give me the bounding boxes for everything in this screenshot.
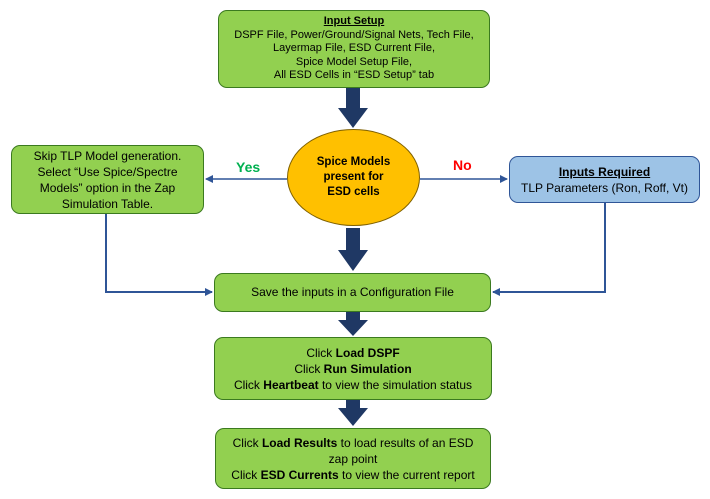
decision-line: ESD cells: [327, 186, 380, 198]
skip-tlp-box: Skip TLP Model generation. Select “Use S…: [11, 145, 204, 214]
sim-line-run-simulation: Click Run Simulation: [294, 361, 412, 376]
simulation-box: Click Load DSPF Click Run Simulation Cli…: [214, 337, 492, 400]
results-box: Click Load Results to load results of an…: [215, 428, 491, 489]
input-setup-line: All ESD Cells in “ESD Setup” tab: [273, 69, 435, 82]
block-arrow-sim-to-results: [338, 400, 368, 426]
connector-inputs-to-save: [492, 203, 606, 296]
inputs-required-title: Inputs Required: [558, 164, 651, 179]
decision-line: present for: [323, 171, 384, 183]
connector-skip-to-save: [105, 214, 213, 296]
no-label: No: [453, 157, 472, 173]
heartbeat-label: Heartbeat: [263, 377, 319, 392]
results-line-esd-currents: Click ESD Currents to view the current r…: [231, 467, 475, 482]
input-setup-line: Layermap File, ESD Current File,: [273, 42, 435, 55]
results-line-load-results: Click Load Results to load results of an…: [232, 435, 474, 450]
skip-tlp-line: Select “Use Spice/Spectre: [37, 164, 178, 179]
results-line-zap-point: zap point: [328, 451, 378, 466]
load-dspf-label: Load DSPF: [335, 345, 400, 360]
input-setup-line: Spice Model Setup File,: [295, 55, 413, 68]
save-config-box: Save the inputs in a Configuration File: [214, 273, 491, 312]
input-setup-line: DSPF File, Power/Ground/Signal Nets, Tec…: [234, 28, 474, 41]
block-arrow-input-to-decision: [338, 88, 368, 128]
decision-spice-models: Spice Models present for ESD cells: [287, 129, 420, 226]
block-arrow-decision-to-save: [338, 228, 368, 271]
run-simulation-label: Run Simulation: [323, 361, 412, 376]
inputs-required-box: Inputs Required TLP Parameters (Ron, Rof…: [509, 156, 700, 203]
input-setup-title: Input Setup: [323, 15, 385, 28]
inputs-required-text: TLP Parameters (Ron, Roff, Vt): [521, 180, 688, 195]
load-results-label: Load Results: [261, 435, 338, 450]
skip-tlp-line: Simulation Table.: [61, 196, 154, 211]
sim-line-heartbeat: Click Heartbeat to view the simulation s…: [233, 377, 473, 392]
decision-line: Spice Models: [316, 156, 391, 168]
esd-currents-label: ESD Currents: [260, 467, 339, 482]
skip-tlp-line: Models” option in the Zap: [39, 180, 176, 195]
yes-label: Yes: [236, 159, 261, 175]
input-setup-box: Input Setup DSPF File, Power/Ground/Sign…: [218, 10, 490, 88]
save-config-text: Save the inputs in a Configuration File: [251, 284, 454, 299]
sim-line-load-dspf: Click Load DSPF: [306, 345, 400, 360]
skip-tlp-line: Skip TLP Model generation.: [33, 148, 182, 163]
block-arrow-save-to-sim: [338, 312, 368, 336]
